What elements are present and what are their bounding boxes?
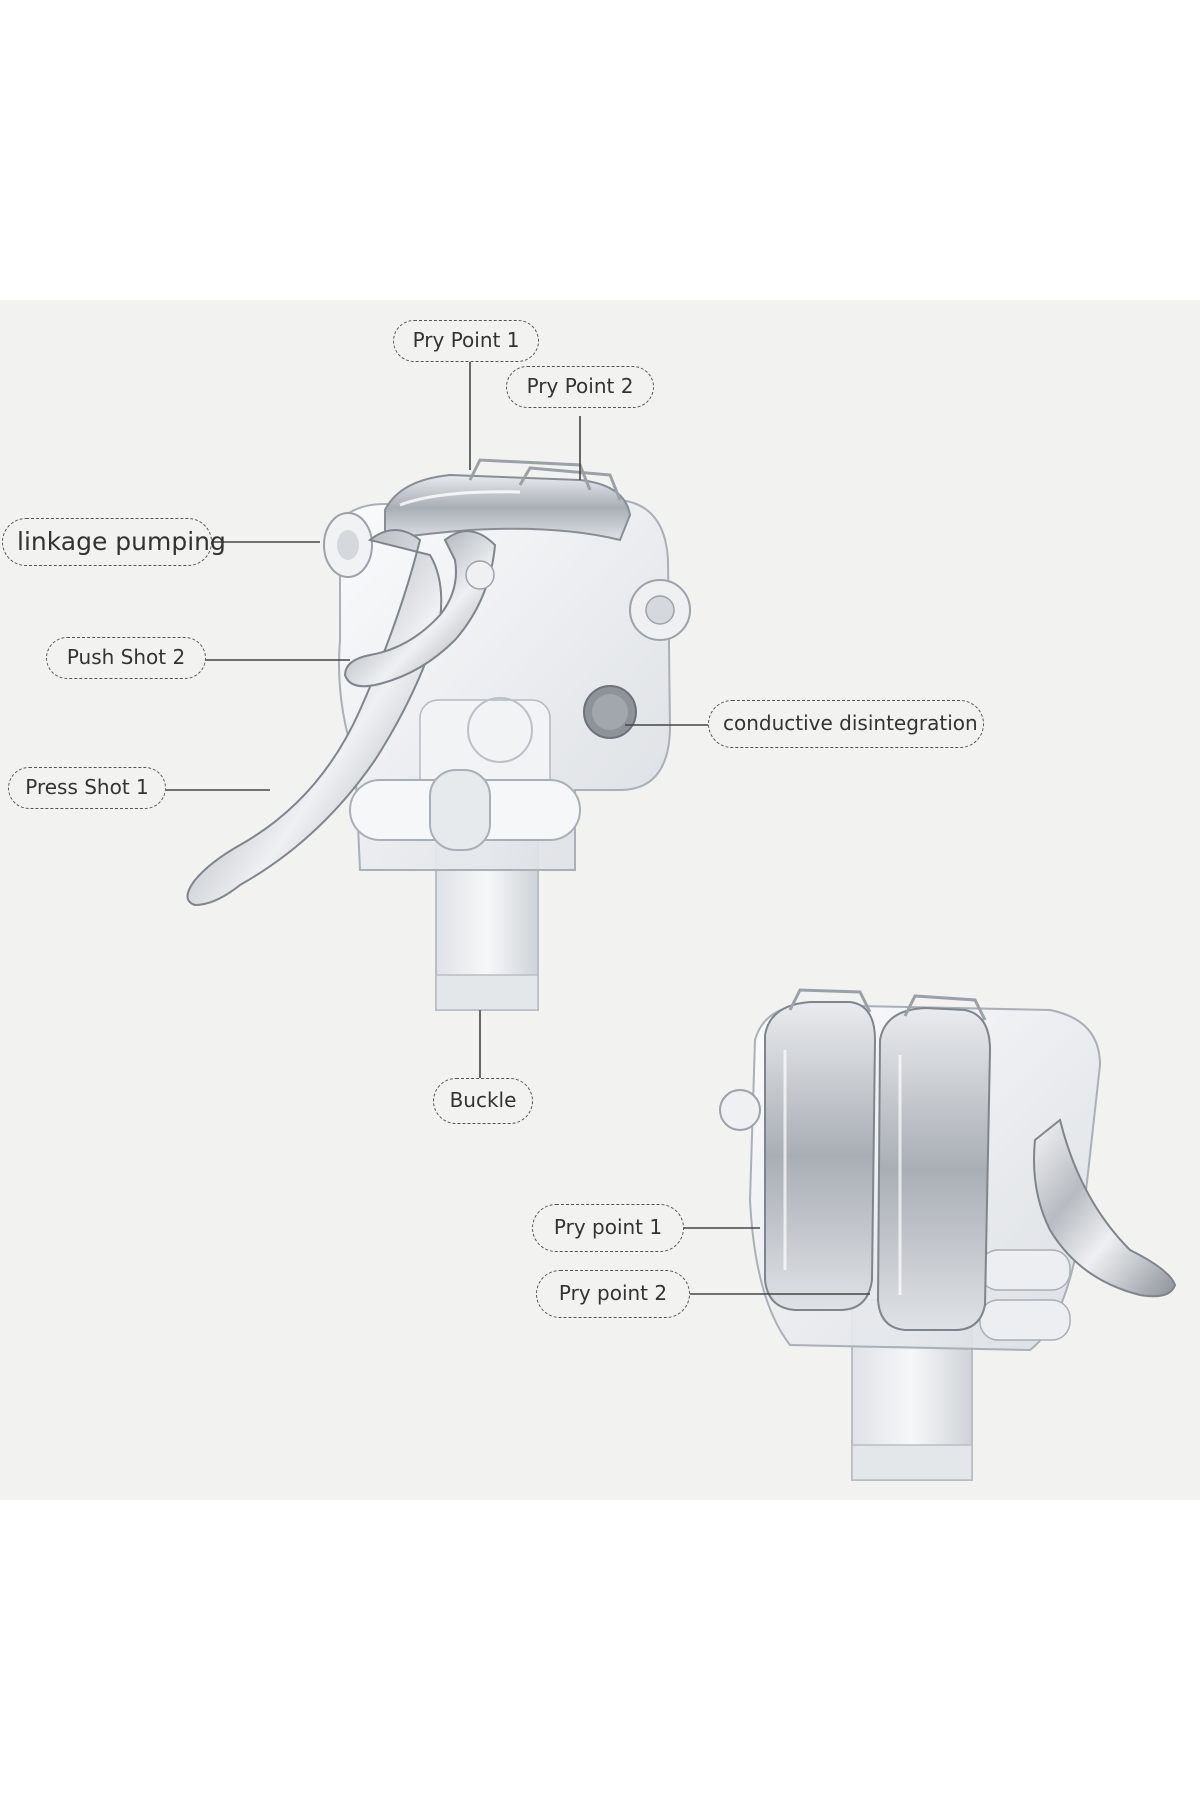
trigger-front-view [719, 988, 1177, 1481]
callout-pry-point-2-bottom: Pry point 2 [536, 1270, 690, 1318]
leader-lines [166, 360, 870, 1295]
callout-linkage-pumping: linkage pumping [2, 518, 226, 566]
callout-conductive-disintegration: conductive disintegration [708, 700, 984, 748]
callout-press-shot-1: Press Shot 1 [8, 767, 166, 809]
callout-pry-point-1-top: Pry Point 1 [393, 320, 539, 362]
callout-buckle: Buckle [433, 1078, 533, 1124]
callout-pry-point-2-top: Pry Point 2 [506, 366, 654, 408]
trigger-side-view [186, 458, 691, 1011]
callout-pry-point-1-bottom: Pry point 1 [532, 1204, 684, 1252]
callout-push-shot-2: Push Shot 2 [46, 637, 206, 679]
